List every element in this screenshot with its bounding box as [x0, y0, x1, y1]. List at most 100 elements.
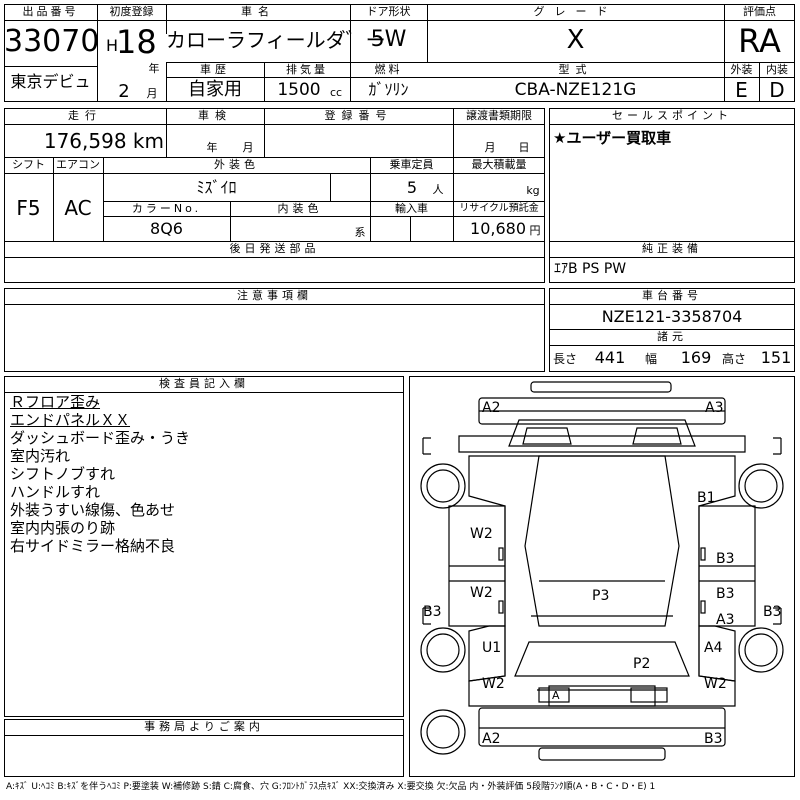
color-code-label: カラーNo. [131, 202, 202, 215]
shaken-month-unit: 月 [242, 141, 254, 154]
chassis-label: 車台番号 [642, 289, 702, 302]
length-label: 長さ [553, 352, 578, 366]
inspector-label: 検査員記入欄 [159, 377, 249, 390]
remark-4: 室内汚れ [10, 447, 71, 465]
car-name: カローラフィールダ゛ー [166, 28, 386, 52]
model-code: CBA-NZE121G [514, 80, 637, 100]
remark-2: エンドパネルＸＸ [10, 411, 131, 429]
later-parts-label: 後日発送部品 [229, 242, 320, 255]
ac: AC [64, 196, 92, 220]
month-unit: 月 [146, 87, 158, 100]
history-label: 車歴 [200, 63, 230, 76]
color-label: 外装色 [214, 158, 259, 171]
door-label: ドア形状 [366, 5, 411, 18]
recycle-unit: 円 [529, 224, 541, 237]
displacement-unit: cc [329, 86, 343, 99]
remark-3: ダッシュボード歪み・うき [10, 429, 191, 447]
remark-6: ハンドルすれ [10, 483, 101, 501]
interior-score: D [769, 78, 785, 102]
chassis-number: NZE121-3358704 [601, 307, 743, 326]
door-type: 5W [370, 27, 407, 52]
width-label: 幅 [645, 352, 658, 366]
mark-right-rear-door-b3: B3 [716, 586, 735, 602]
import-label: 輸入車 [395, 202, 428, 215]
lot-number: 33070 [4, 24, 100, 59]
year-unit: 年 [148, 62, 160, 75]
height-label: 高さ [722, 352, 747, 366]
remark-5: シフトノブすれ [10, 465, 116, 483]
vehicle-info-block [4, 108, 545, 283]
model-label: 型式 [558, 63, 593, 76]
shift-label: シフト [12, 158, 45, 171]
sales-point-label: セールスポイント [612, 109, 732, 122]
mark-left-rear-quarter: W2 [482, 676, 505, 692]
history: 自家用 [188, 79, 242, 100]
equipment-label: 純正装備 [642, 242, 702, 255]
sales-point-block [549, 108, 795, 283]
mark-right-quarter: A4 [704, 640, 723, 656]
inspector-block [4, 376, 404, 717]
mark-left-sill: B3 [423, 604, 442, 620]
interior-color-label: 内装色 [277, 202, 323, 215]
mark-left-quarter: U1 [482, 640, 502, 656]
transfer-label: 譲渡書類期限 [466, 109, 532, 122]
grade: X [566, 25, 585, 55]
lot-label: 出品番号 [22, 5, 79, 18]
score-label: 評価点 [743, 5, 776, 18]
header-block [4, 4, 795, 102]
mark-right-sill: B3 [763, 604, 782, 620]
mark-right-rear-quarter: W2 [704, 676, 727, 692]
length: 441 [594, 348, 626, 367]
mark-rear-right-bumper: B3 [704, 731, 723, 747]
capacity: 5 [406, 178, 418, 197]
load-unit: kg [526, 184, 540, 197]
legend: A:ｷｽﾞ U:ﾍｺﾐ B:ｷｽﾞを伴うﾍｺﾐ P:要塗装 W:補修跡 S:錆 … [6, 782, 656, 792]
transfer-month-unit: 月 [484, 141, 496, 154]
capacity-unit: 人 [432, 183, 444, 196]
mileage: 176,598 km [43, 129, 164, 153]
remark-1: Ｒフロア歪み [10, 393, 101, 411]
sales-point-text: ★ユーザー買取車 [553, 129, 672, 147]
venue: 東京デビュ [10, 72, 91, 91]
mileage-label: 走行 [68, 109, 102, 122]
dims-label: 諸元 [657, 330, 687, 343]
displacement-label: 排気量 [286, 63, 328, 76]
exterior-score: E [735, 78, 748, 102]
exterior-color: ﾐｽﾞｲﾛ [196, 178, 237, 197]
grade-label: グレード [533, 5, 618, 18]
shift: F5 [16, 196, 41, 220]
transfer-day-unit: 日 [518, 141, 530, 154]
mark-right-rear-door-a3: A3 [716, 612, 735, 628]
score: RA [738, 22, 781, 60]
recycle-fee: 10,680 [470, 219, 526, 238]
color-code: 8Q6 [150, 219, 183, 238]
displacement: 1500 [277, 80, 321, 100]
equipment-text: ｴｱB PS PW [554, 261, 627, 277]
interior-color-unit: 系 [354, 226, 366, 239]
notes-label: 注意事項欄 [237, 289, 312, 302]
capacity-label: 乗車定員 [389, 158, 434, 171]
office-label: 事務局よりご案内 [144, 720, 264, 733]
car-diagram-frame [409, 376, 795, 777]
office-block [4, 719, 404, 777]
mark-left-front-door: W2 [470, 526, 493, 542]
remark-7: 外装うすい線傷、色あせ [10, 501, 176, 519]
fuel: ｶﾞｿﾘﾝ [368, 80, 409, 99]
mark-roof: P3 [592, 588, 610, 604]
reg-year: 18 [116, 23, 157, 61]
exterior-label: 外装 [730, 63, 753, 76]
recycle-label: リサイクル預託金 [459, 203, 539, 214]
chassis-block [549, 288, 795, 372]
ac-label: エアコン [56, 158, 100, 171]
mark-rear-lamp: A [552, 689, 560, 702]
car-diagram [420, 381, 784, 761]
load-label: 最大積載量 [471, 158, 527, 171]
interior-label: 内装 [766, 63, 788, 76]
width: 169 [680, 348, 712, 367]
height: 151 [760, 348, 792, 367]
car-name-label: 車名 [241, 5, 275, 18]
first-reg-label: 初度登録 [109, 5, 154, 18]
shaken-label: 車検 [198, 109, 232, 122]
era: H [105, 36, 119, 55]
mark-right-fender: B1 [697, 490, 716, 506]
